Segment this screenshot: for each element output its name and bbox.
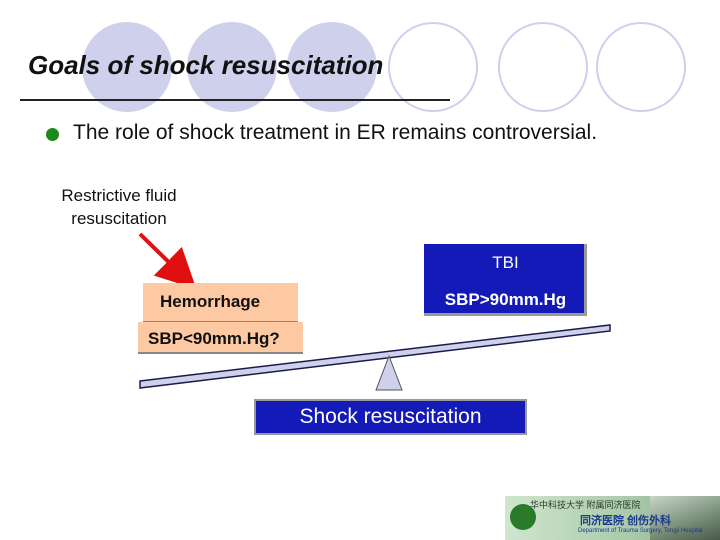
decor-circle-2 <box>187 22 277 112</box>
tbi-label: TBI <box>492 253 519 272</box>
hemorrhage-label: Hemorrhage <box>160 292 261 311</box>
logo-sub-text: Department of Trauma Surgery, Tongji Hos… <box>578 528 703 534</box>
logo-mark-icon <box>510 504 536 530</box>
decor-circle-4 <box>388 22 478 112</box>
hemorrhage-sbp-label: SBP<90mm.Hg? <box>138 322 303 354</box>
fulcrum-triangle-icon <box>375 354 403 391</box>
shock-resuscitation-box: Shock resuscitation <box>254 399 527 435</box>
title-underline <box>20 99 450 101</box>
slide-title: Goals of shock resuscitation <box>28 50 384 80</box>
logo-top-text: 华中科技大学 附属同济医院 <box>530 500 641 510</box>
tbi-sbp-label: SBP>90mm.Hg <box>444 290 567 309</box>
decor-circle-1 <box>82 22 172 112</box>
logo-photo <box>650 496 720 540</box>
decor-circle-6 <box>596 22 686 112</box>
red-arrow-icon <box>138 232 197 290</box>
bullet-text: The role of shock treatment in ER remain… <box>73 121 598 144</box>
logo-main-text: 同济医院 创伤外科 <box>580 515 672 527</box>
decor-circle-5 <box>498 22 588 112</box>
decor-circle-3 <box>287 22 377 112</box>
bullet-dot-icon <box>46 128 59 141</box>
restrictive-fluid-label: Restrictive fluid resuscitation <box>61 186 177 228</box>
tbi-box <box>424 244 587 316</box>
